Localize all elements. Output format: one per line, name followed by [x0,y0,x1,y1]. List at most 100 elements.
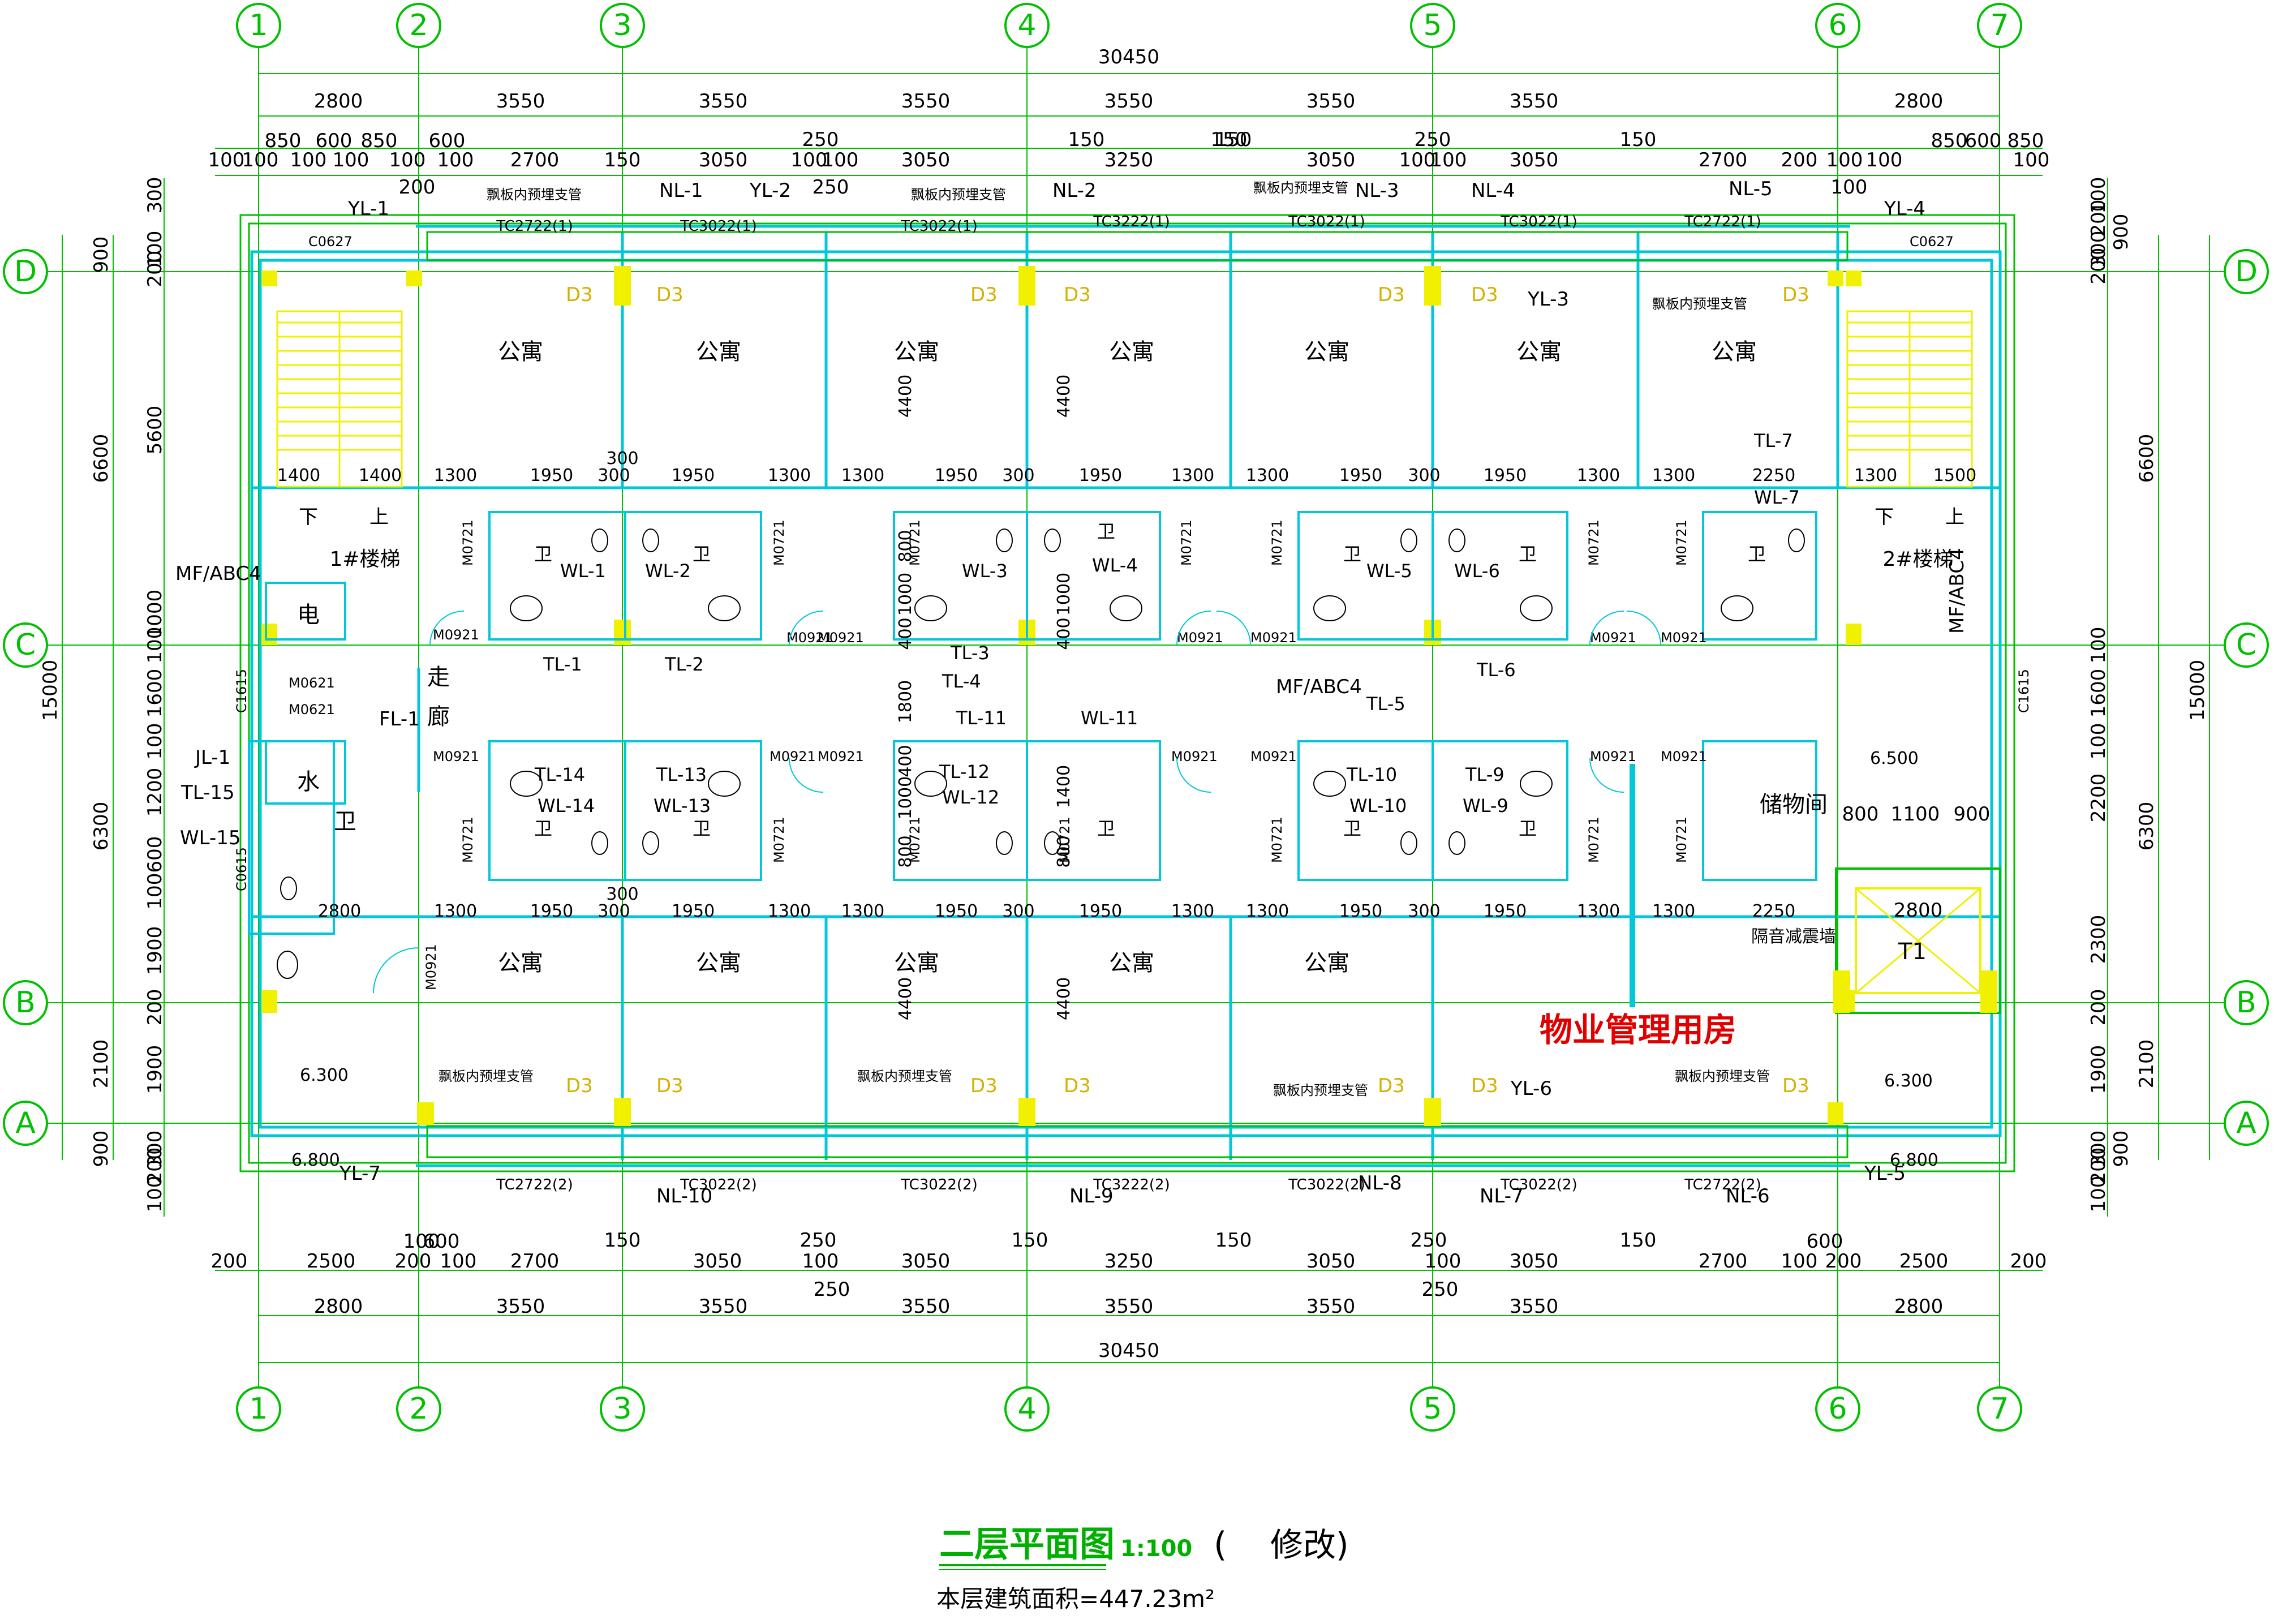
svg-text:公寓: 公寓 [498,339,543,365]
svg-text:卫: 卫 [1748,543,1766,565]
svg-text:D3: D3 [566,283,593,306]
svg-text:D: D [2235,255,2258,289]
svg-text:TL-4: TL-4 [942,671,981,692]
dim-top: 30450 2800 3550 3550 3550 3550 3550 3550… [208,46,2050,199]
svg-text:6300: 6300 [2135,802,2158,851]
svg-text:7: 7 [1990,8,2009,42]
svg-text:M0721: M0721 [907,817,923,863]
svg-text:TL-2: TL-2 [664,654,704,675]
svg-text:TC3022(2): TC3022(2) [1500,1176,1577,1193]
svg-text:100: 100 [440,1250,477,1273]
svg-text:公寓: 公寓 [696,950,741,976]
svg-text:公寓: 公寓 [894,339,939,365]
svg-text:2700: 2700 [510,149,560,171]
svg-text:1000: 1000 [896,776,915,819]
svg-text:WL-5: WL-5 [1366,560,1412,582]
svg-text:100: 100 [144,723,166,760]
svg-text:TC2722(1): TC2722(1) [496,218,573,235]
svg-text:100: 100 [290,149,327,171]
svg-text:M0921: M0921 [1171,749,1218,764]
svg-text:1950: 1950 [1339,466,1382,486]
svg-text:150: 150 [1620,128,1657,151]
svg-text:M0721: M0721 [907,519,923,566]
svg-text:3550: 3550 [1510,90,1559,113]
svg-text:200: 200 [144,1148,166,1184]
svg-text:WL-4: WL-4 [1092,555,1138,576]
svg-text:900: 900 [90,237,113,273]
svg-text:WL-15: WL-15 [180,827,241,849]
svg-text:4400: 4400 [896,977,915,1020]
svg-text:100: 100 [144,231,166,268]
svg-text:5600: 5600 [144,406,166,455]
svg-text:100: 100 [1781,1250,1818,1273]
svg-text:1800: 1800 [896,680,915,723]
svg-text:卫: 卫 [693,543,711,565]
svg-text:T1: T1 [1898,939,1927,965]
svg-text:D3: D3 [970,1075,998,1097]
door-labels: M0921 M0921 M0921 M0921 M0921 M0921 M092… [289,519,1707,990]
svg-text:飘板内预埋支管: 飘板内预埋支管 [857,1068,952,1084]
svg-text:卫: 卫 [1097,521,1115,542]
svg-text:1300: 1300 [1171,466,1214,486]
svg-text:TC2722(2): TC2722(2) [1684,1176,1761,1193]
svg-text:2800: 2800 [1894,1295,1944,1318]
svg-text:850: 850 [361,130,398,152]
svg-text:M0721: M0721 [1586,817,1602,863]
svg-text:公寓: 公寓 [1109,950,1154,976]
svg-text:2250: 2250 [1752,466,1795,486]
svg-text:NL-6: NL-6 [1726,1185,1770,1208]
svg-text:30450: 30450 [1098,46,1159,68]
svg-text:100: 100 [208,149,245,171]
svg-text:1300: 1300 [1577,901,1620,921]
svg-text:2300: 2300 [2087,915,2110,964]
svg-text:TL-12: TL-12 [939,761,990,783]
building-walls [250,225,2002,1167]
bathroom-blocks [248,511,1817,935]
svg-text:NL-10: NL-10 [656,1185,712,1208]
svg-text:300: 300 [597,466,630,486]
svg-text:150: 150 [604,1229,641,1252]
svg-text:250: 250 [814,1278,850,1301]
svg-text:YL-4: YL-4 [1884,197,1925,220]
svg-text:30450: 30450 [1098,1339,1159,1362]
svg-text:800: 800 [1842,803,1879,826]
svg-text:300: 300 [606,449,638,469]
svg-text:YL-2: YL-2 [749,179,791,202]
svg-text:1950: 1950 [1079,466,1122,486]
svg-text:800: 800 [896,835,915,867]
svg-text:JL-1: JL-1 [194,746,230,769]
svg-text:200: 200 [399,176,436,199]
svg-text:4: 4 [1017,1392,1036,1426]
svg-text:100: 100 [1866,149,1903,171]
svg-text:卫: 卫 [693,818,711,839]
svg-text:1900: 1900 [144,1045,166,1094]
svg-text:100: 100 [242,149,279,171]
svg-text:900: 900 [2110,1131,2133,1167]
svg-text:储物间: 储物间 [1760,792,1828,818]
svg-text:M0921: M0921 [818,630,864,646]
svg-text:M0921: M0921 [433,749,479,764]
svg-text:2800: 2800 [314,1295,363,1318]
svg-text:5: 5 [1423,1392,1442,1426]
svg-text:100: 100 [333,149,369,171]
svg-text:NL-4: NL-4 [1471,179,1515,202]
svg-text:TL-13: TL-13 [656,764,707,785]
svg-text:NL-3: NL-3 [1355,179,1399,202]
svg-text:4: 4 [1017,8,1036,42]
svg-text:1950: 1950 [935,901,978,921]
svg-text:TL-7: TL-7 [1753,430,1793,452]
svg-text:飘板内预埋支管: 飘板内预埋支管 [911,187,1006,203]
svg-text:M0721: M0721 [1674,519,1690,566]
svg-text:300: 300 [2087,1131,2110,1167]
svg-text:3550: 3550 [699,90,748,113]
svg-text:3050: 3050 [901,1250,951,1273]
svg-text:MF/ABC4: MF/ABC4 [1946,548,1968,634]
svg-text:电: 电 [297,602,320,628]
svg-text:M0921: M0921 [818,749,864,764]
svg-text:MF/ABC4: MF/ABC4 [175,562,261,585]
svg-text:1100: 1100 [1891,803,1940,826]
svg-text:200: 200 [144,251,166,287]
svg-text:C: C [15,628,36,662]
svg-text:1300: 1300 [1652,901,1695,921]
svg-text:2250: 2250 [1752,901,1795,921]
